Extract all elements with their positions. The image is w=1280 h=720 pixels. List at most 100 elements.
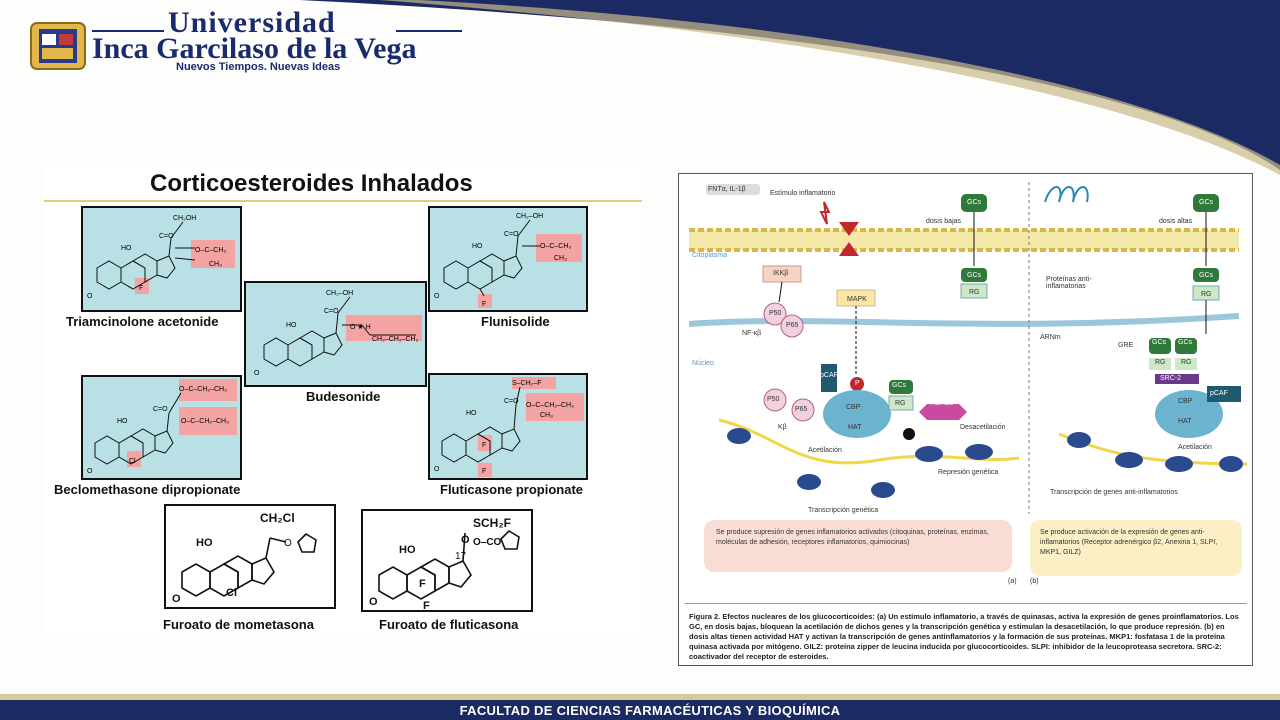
svg-text:O‒CO: O‒CO	[473, 537, 502, 548]
svg-text:C=O: C=O	[504, 398, 519, 405]
svg-text:O: O	[461, 534, 470, 546]
gcs-label-complex: GCs	[892, 382, 906, 389]
tnf-label: FNTα, IL-1β	[706, 184, 760, 195]
molecule-label-beclomethasone: Beclomethasone dipropionate	[54, 482, 241, 497]
p50-nuc-label: P50	[767, 396, 780, 403]
svg-text:O‒C‒CH₂‒CH₃: O‒C‒CH₂‒CH₃	[526, 402, 574, 409]
p-label: P	[855, 380, 860, 387]
svg-text:CH₂‒CH₂‒CH₃: CH₂‒CH₂‒CH₃	[372, 336, 419, 343]
svg-text:C=O: C=O	[324, 308, 339, 315]
hdacs-label: HDACs	[930, 400, 954, 407]
p65-label: P65	[786, 322, 799, 329]
svg-text:Cl: Cl	[226, 587, 237, 599]
footer-accent	[0, 694, 1280, 700]
ikkb-label: IKKβ	[773, 270, 789, 277]
svg-text:F: F	[139, 285, 143, 292]
gcs-label-high: GCs	[1199, 199, 1213, 206]
university-slogan: Nuevos Tiempos. Nuevas Ideas	[176, 61, 341, 73]
svg-text:O‒C‒CH₂‒CH₃: O‒C‒CH₂‒CH₃	[179, 386, 227, 393]
svg-text:O: O	[87, 468, 93, 475]
svg-text:O: O	[369, 596, 378, 608]
kb-label: Kβ	[778, 424, 787, 431]
rg-label-complex: RG	[895, 400, 906, 407]
pcaf-label: pCAF	[820, 372, 838, 379]
svg-text:F: F	[423, 600, 430, 610]
hat-label-right: HAT	[1178, 418, 1192, 425]
cbp-label: CBP	[846, 404, 861, 411]
svg-text:O: O	[434, 293, 440, 300]
svg-text:O‒C‒CH₂‒CH₃: O‒C‒CH₂‒CH₃	[181, 418, 229, 425]
molecule-label-fluticasone-furoate: Furoato de fluticasona	[379, 617, 519, 632]
svg-text:O: O	[434, 466, 440, 473]
header-swoosh	[300, 0, 1280, 175]
panel-title: Corticoesteroides Inhalados	[150, 170, 473, 197]
molecule-label-fluticasone-propionate: Fluticasone propionate	[440, 482, 584, 497]
gcs-label-cyto-low: GCs	[967, 272, 981, 279]
svg-text:SCH₂F: SCH₂F	[473, 516, 511, 530]
high-dose-label: dosis altas	[1159, 218, 1193, 225]
cytoplasm-label: Citoplasma	[692, 252, 728, 259]
svg-text:O‒C‒CH₃: O‒C‒CH₃	[540, 243, 571, 250]
svg-text:HO: HO	[466, 410, 477, 417]
svg-text:O: O	[284, 538, 292, 549]
molecule-label-budesonide: Budesonide	[306, 389, 381, 404]
panel-label-a: (a)	[1008, 578, 1017, 585]
molecule-fluticasone-furoate-structure: SCH₂F O O‒CO HO 17 F F O	[361, 509, 533, 612]
svg-text:CH₃: CH₃	[540, 412, 553, 419]
svg-text:C=O: C=O	[153, 406, 168, 413]
pcaf-label-right: pCAF	[1210, 390, 1228, 397]
transcripcion-label: Transcripción genética	[808, 507, 879, 514]
acetilacion-label: Acetilación	[808, 447, 842, 454]
svg-text:F: F	[482, 442, 486, 449]
nucleus-label: Núcleo	[692, 360, 714, 367]
mapk-label: MAPK	[847, 296, 867, 303]
svg-text:CH₂OH: CH₂OH	[173, 215, 196, 222]
transcripcion-anti-label: Transcripción de genes anti-inflamatorio…	[1050, 489, 1178, 496]
svg-text:CH₂‒OH: CH₂‒OH	[516, 213, 543, 220]
footer-bar	[0, 700, 1280, 720]
summary-text-suppression: Se produce supresión de genes inflamator…	[716, 529, 989, 546]
svg-text:HO: HO	[286, 322, 297, 329]
university-name-line1: Universidad	[168, 6, 336, 39]
svg-text:CH₂‒OH: CH₂‒OH	[326, 290, 353, 297]
svg-text:17: 17	[455, 551, 467, 562]
rg-label-nuc-1: RG	[1155, 359, 1166, 366]
svg-text:HO: HO	[196, 537, 213, 549]
stimulus-label: Estímulo inflamatorio	[770, 190, 836, 197]
mechanism-diagram	[688, 182, 1248, 514]
represion-label: Represión genética	[938, 469, 999, 476]
desacetilacion-label: Desacetilación	[960, 424, 1006, 431]
gre-label: GRE	[1118, 342, 1134, 349]
svg-text:O ★ H: O ★ H	[350, 323, 371, 331]
p50-label: P50	[769, 310, 782, 317]
title-divider	[44, 200, 642, 202]
svg-text:F: F	[482, 468, 486, 475]
summary-box-suppression: Se produce supresión de genes inflamator…	[704, 520, 1012, 572]
svg-text:O‒C‒CH₃: O‒C‒CH₃	[195, 247, 226, 254]
svg-text:F: F	[482, 301, 486, 308]
svg-text:HO: HO	[121, 245, 132, 252]
summary-box-activation: Se produce activación de la expresión de…	[1030, 520, 1242, 576]
gcs-label-cyto-high: GCs	[1199, 272, 1213, 279]
p65-nuc-label: P65	[795, 406, 808, 413]
svg-text:S‒CH₂‒F: S‒CH₂‒F	[512, 380, 542, 387]
gcs-label-nuc-1: GCs	[1152, 339, 1166, 346]
svg-text:O: O	[172, 593, 181, 605]
src2-label: SRC-2	[1160, 375, 1182, 382]
university-name-line2: Inca Garcilaso de la Vega	[92, 32, 417, 65]
figure-caption-box: Figura 2. Efectos nucleares de los gluco…	[685, 603, 1247, 661]
arnm-label: ARNm	[1040, 334, 1061, 341]
svg-text:Cl: Cl	[129, 458, 136, 465]
svg-text:F: F	[419, 578, 426, 590]
svg-text:O: O	[254, 370, 260, 377]
svg-text:CH₃: CH₃	[209, 261, 222, 268]
svg-text:HO: HO	[472, 243, 483, 250]
molecule-label-flunisolide: Flunisolide	[481, 314, 550, 329]
svg-text:C=O: C=O	[504, 231, 519, 238]
low-dose-label: dosis bajas	[926, 218, 962, 225]
rg-label-cyto-low: RG	[969, 289, 980, 296]
svg-text:HO: HO	[117, 418, 128, 425]
